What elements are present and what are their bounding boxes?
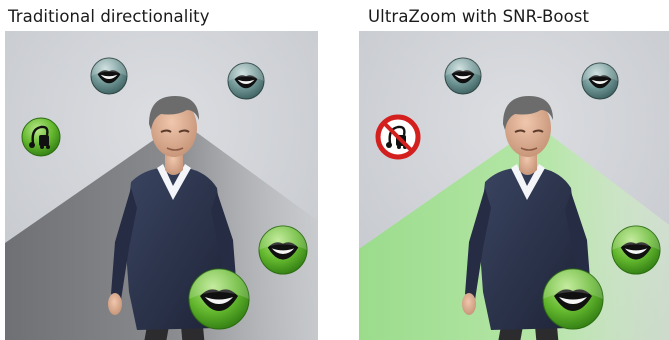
speech-mouth-icon	[543, 269, 603, 329]
speech-mouth-icon	[91, 58, 127, 94]
scene-ultrazoom-snr-boost	[359, 31, 669, 340]
vacuum-cleaner-blocked-icon	[378, 117, 418, 157]
scene-traditional-directionality	[5, 31, 318, 340]
caption-traditional-directionality: Traditional directionality	[8, 7, 210, 26]
vacuum-cleaner-icon	[22, 118, 60, 156]
speech-mouth-icon	[445, 58, 481, 94]
speech-mouth-icon	[612, 226, 660, 274]
speech-mouth-icon	[259, 226, 307, 274]
speech-mouth-icon	[189, 269, 249, 329]
speech-mouth-icon	[582, 63, 618, 99]
caption-ultrazoom: UltraZoom with SNR-Boost	[368, 7, 589, 26]
speech-mouth-icon	[228, 63, 264, 99]
